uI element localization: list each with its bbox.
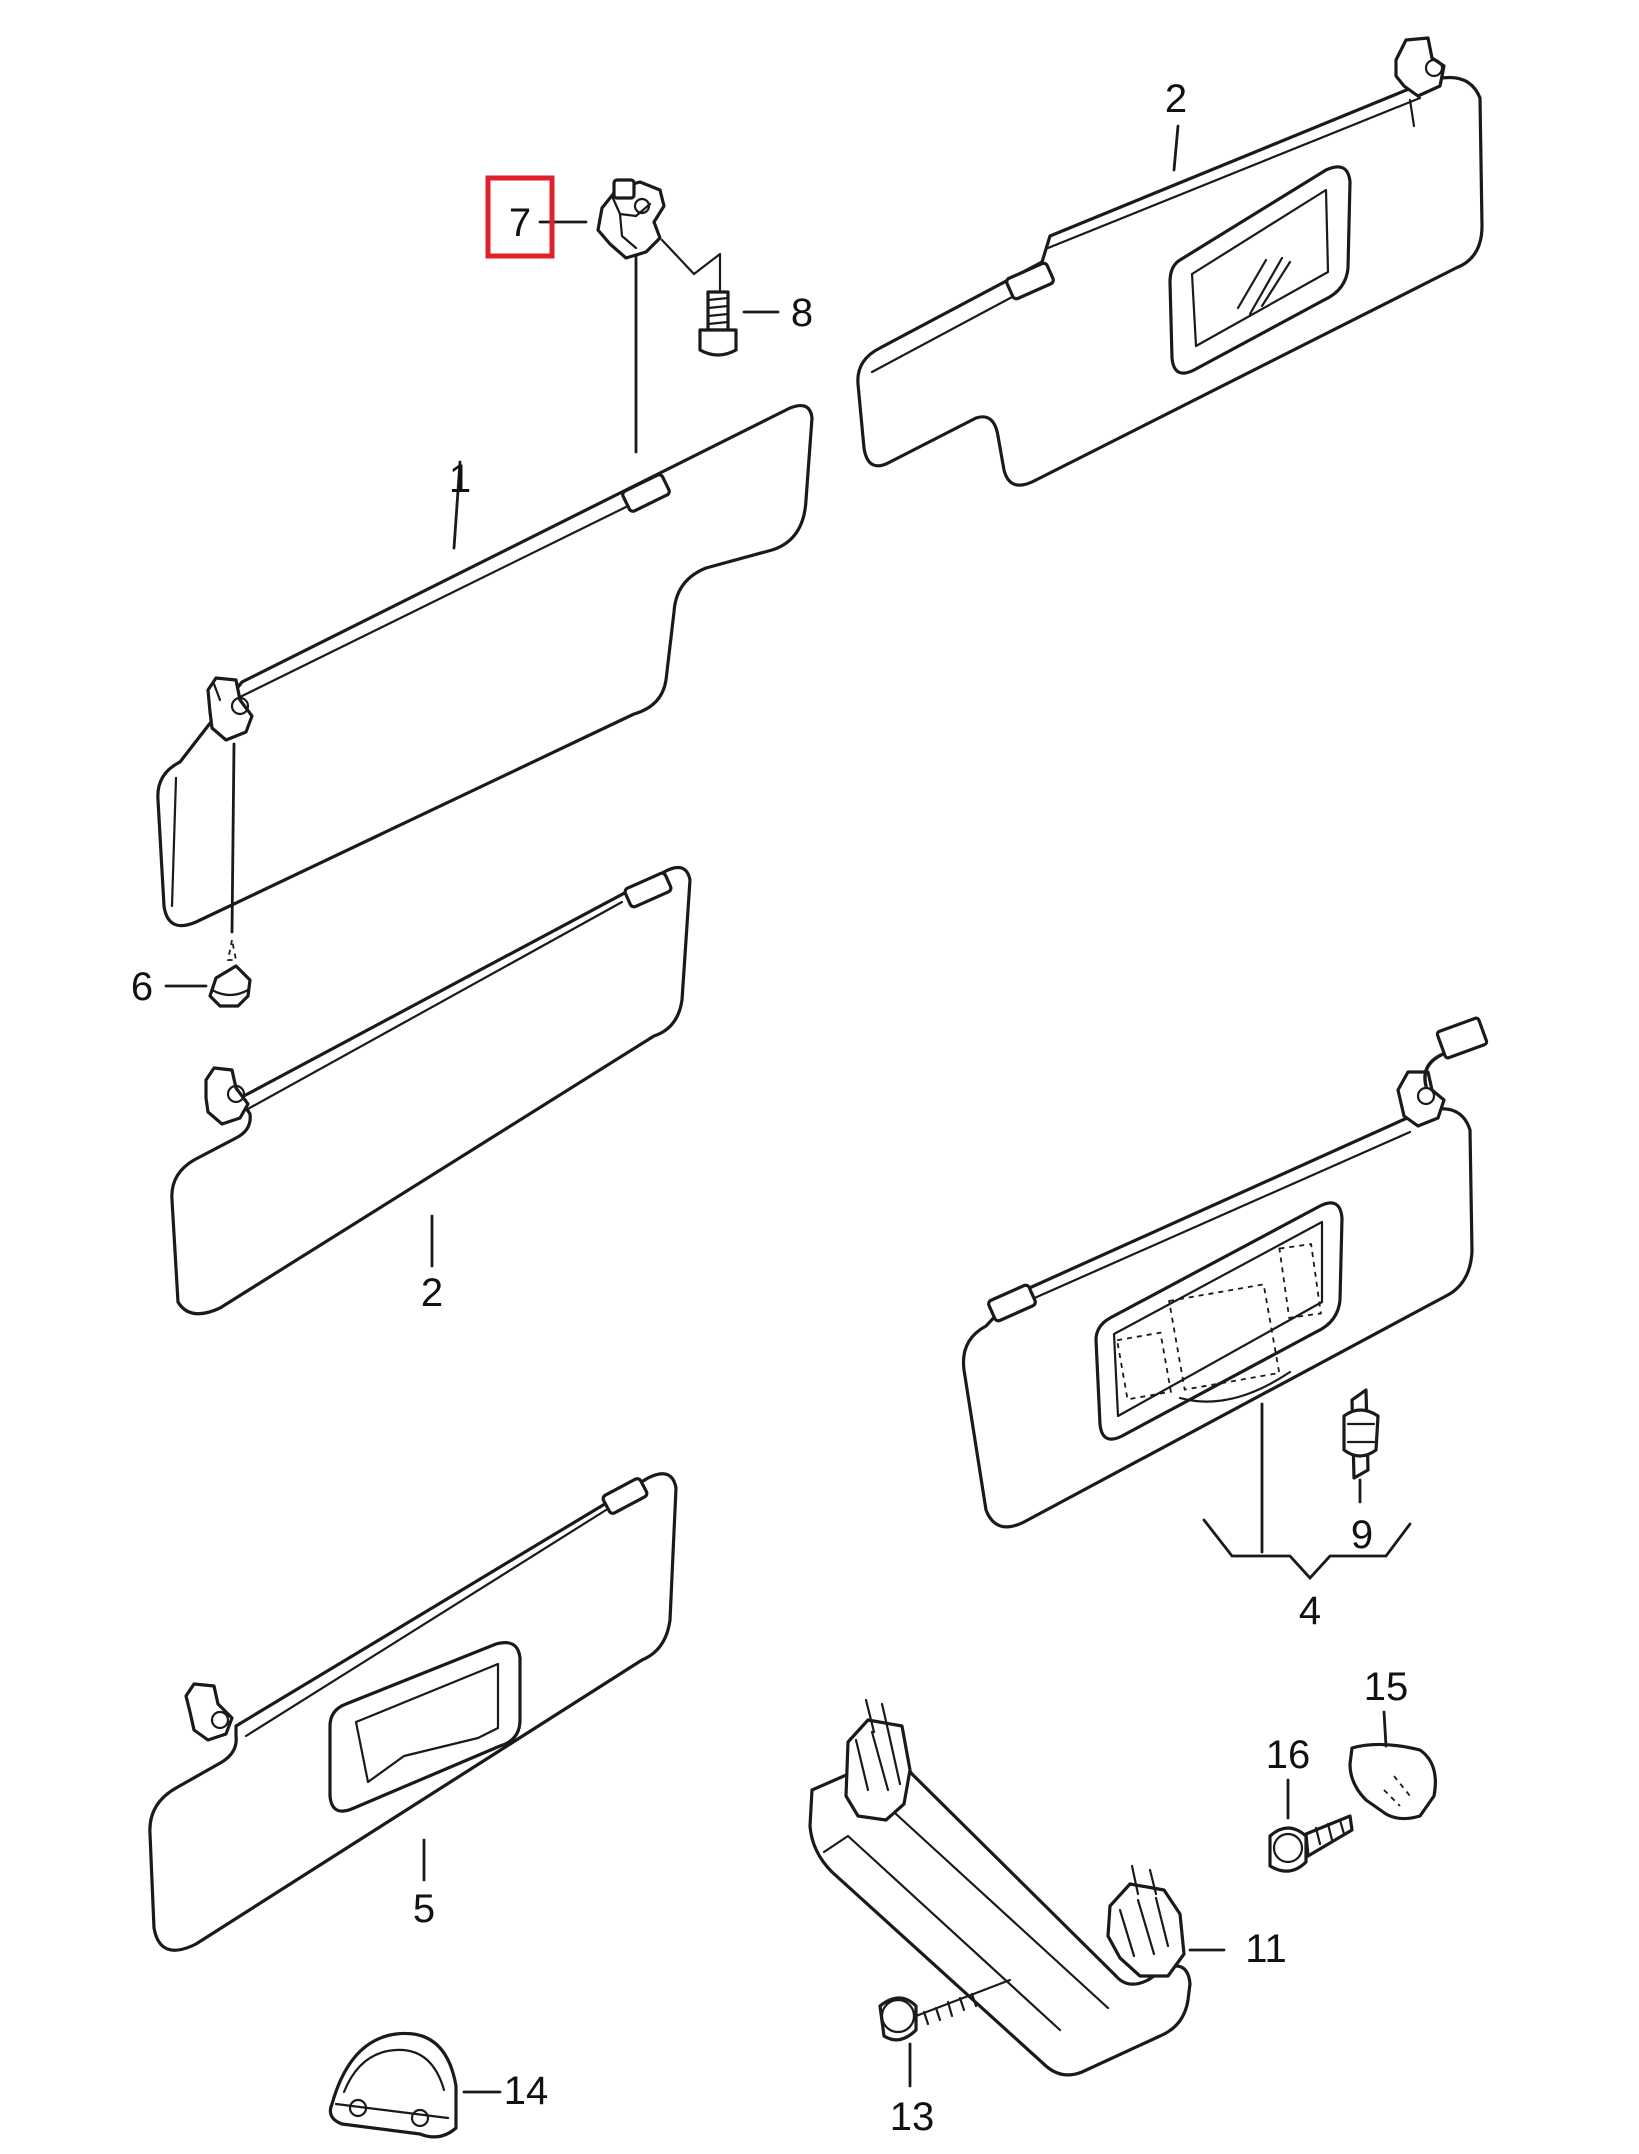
- sun-visor-part-5[interactable]: [148, 1472, 678, 1952]
- screw-part-8[interactable]: [698, 290, 738, 357]
- callout-5: 5: [413, 1887, 435, 1931]
- sun-visor-part-2-lower[interactable]: [170, 865, 692, 1316]
- screw-part-13[interactable]: [878, 1978, 1012, 2042]
- callout-6: 6: [131, 965, 153, 1009]
- callout-4: 4: [1299, 1589, 1321, 1633]
- grab-handle-part-11[interactable]: [808, 1698, 1192, 2077]
- callout-8: 8: [791, 291, 813, 335]
- sun-visor-part-2-upper[interactable]: [856, 36, 1484, 487]
- clip-part-6[interactable]: [208, 939, 252, 1008]
- callout-9: 9: [1351, 1513, 1373, 1557]
- screw-part-16[interactable]: [1268, 1814, 1354, 1873]
- cover-cap-part-14[interactable]: [328, 2031, 458, 2139]
- bulb-part-9[interactable]: [1342, 1388, 1380, 1480]
- callout-1: 1: [449, 457, 471, 501]
- cap-part-15[interactable]: [1348, 1742, 1437, 1821]
- callout-13: 13: [890, 2095, 935, 2139]
- callout-14: 14: [504, 2069, 549, 2113]
- callout-7: 7: [509, 201, 531, 245]
- sun-visor-part-1[interactable]: [156, 404, 814, 928]
- hinge-bracket-part-7[interactable]: [596, 178, 666, 260]
- callout-11: 11: [1245, 1927, 1287, 1971]
- callout-2-lower: 2: [421, 1271, 443, 1315]
- callout-2-upper: 2: [1165, 77, 1187, 121]
- callout-15: 15: [1364, 1665, 1409, 1709]
- illuminated-sun-visor-part-4[interactable]: [961, 1016, 1489, 1529]
- callout-16: 16: [1266, 1733, 1311, 1777]
- callout-highlight-box: [485, 175, 555, 259]
